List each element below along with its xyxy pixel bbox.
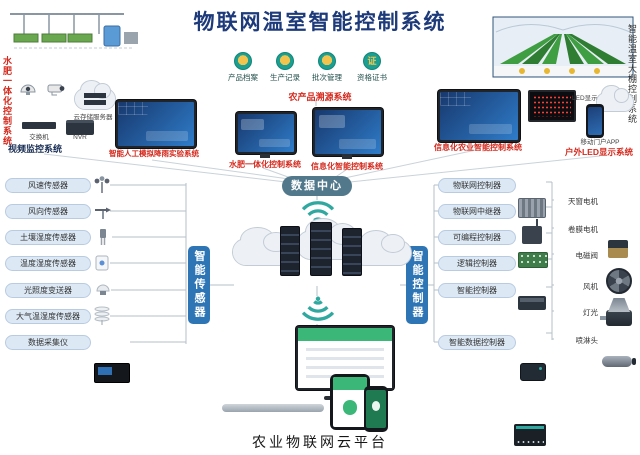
platform-label: 农业物联网云平台 bbox=[252, 434, 388, 450]
plc-icon bbox=[518, 296, 546, 310]
tablet-screen bbox=[118, 102, 194, 146]
greenhouse-illustration bbox=[492, 16, 634, 78]
controller-label-pill: 物联网中继器 bbox=[438, 204, 516, 219]
sensor-label-pill: 温度湿度传感器 bbox=[5, 256, 91, 271]
temp-humidity-sensor-icon bbox=[95, 255, 109, 271]
trace-badge-label: 资格证书 bbox=[357, 73, 387, 82]
sensor-label-pill: 风向传感器 bbox=[5, 204, 91, 219]
server-rack-icon bbox=[280, 226, 300, 276]
solenoid-valve-label: 电磁阀 bbox=[575, 251, 599, 260]
trace-badge: 批次管理 bbox=[307, 52, 347, 83]
solenoid-valve-icon bbox=[608, 240, 628, 258]
controller-label-pill: 逻辑控制器 bbox=[438, 256, 516, 271]
trace-system-label: 农产品溯源系统 bbox=[288, 92, 352, 102]
controller-label-pill: 可编程控制器 bbox=[438, 230, 516, 245]
page-title: 物联网温室智能控制系统 bbox=[193, 11, 447, 34]
data-controller-icon bbox=[514, 424, 546, 446]
medal-icon bbox=[318, 52, 336, 70]
rain-sim-tablet bbox=[116, 100, 196, 148]
skylight-motor-label: 天窗电机 bbox=[568, 197, 598, 206]
light-label: 灯光 bbox=[583, 308, 598, 317]
controller-label-pill: 智能数据控制器 bbox=[438, 335, 516, 350]
trace-badge-label: 批次管理 bbox=[312, 73, 342, 82]
monitor-stand bbox=[342, 154, 352, 159]
trace-badge: 证 资格证书 bbox=[352, 52, 392, 83]
iot-repeater-icon bbox=[518, 198, 546, 218]
sensor-label-pill: 大气温湿度传感器 bbox=[5, 309, 91, 324]
controller-group-box: 智能控制器 bbox=[406, 246, 428, 324]
medal-icon bbox=[234, 52, 252, 70]
sensor-label-pill: 土壤湿度传感器 bbox=[5, 230, 91, 245]
switch-icon bbox=[22, 122, 56, 129]
info-agri-label: 信息化农业智能控制系统 bbox=[434, 143, 522, 152]
anemometer-icon bbox=[94, 176, 110, 193]
info-agri-screen bbox=[438, 90, 520, 142]
water-fert-vertical-label: 水肥一体化控制系统 bbox=[2, 56, 12, 146]
led-panel-label: LED显示屏 bbox=[572, 95, 605, 102]
laptop-base bbox=[222, 404, 324, 412]
trace-badge: 生产记录 bbox=[265, 52, 305, 83]
cloud-icon bbox=[232, 227, 296, 266]
monitor-screen bbox=[315, 110, 381, 154]
sensor-label-pill: 风速传感器 bbox=[5, 178, 91, 193]
trace-badge-label: 产品档案 bbox=[228, 73, 258, 82]
sensor-label-pill: 数据采集仪 bbox=[5, 335, 91, 350]
skylight-motor-icon bbox=[600, 310, 632, 326]
app-cloud-icon bbox=[596, 84, 634, 112]
nvr-icon bbox=[66, 120, 94, 135]
irrigation-illustration bbox=[10, 13, 138, 49]
data-logger-icon bbox=[94, 363, 130, 383]
switch-label: 交换机 bbox=[29, 134, 49, 141]
outdoor-led-label: 户外LED显示系统 bbox=[564, 147, 633, 157]
water-fert-monitor bbox=[236, 112, 296, 154]
light-sensor-icon bbox=[96, 284, 110, 295]
iot-controller-icon bbox=[522, 219, 542, 244]
wifi-down-icon bbox=[301, 296, 335, 321]
water-fert-label: 水肥一体化控制系统 bbox=[229, 160, 301, 169]
rain-sim-label: 智能人工模拟降雨实验系统 bbox=[109, 149, 199, 158]
smartphone-device bbox=[364, 386, 388, 432]
nvr-label: NVR bbox=[73, 134, 87, 141]
led-panel bbox=[528, 90, 576, 122]
monitor-screen bbox=[440, 92, 518, 140]
greenhouse-vertical-label: 智能温室大棚控制系统 bbox=[627, 24, 637, 124]
certificate-icon: 证 bbox=[363, 52, 381, 70]
soil-sensor-icon bbox=[100, 229, 106, 245]
server-rack-icon bbox=[310, 222, 332, 276]
dome-camera-icon bbox=[20, 84, 36, 95]
sprinkler-label: 喷淋头 bbox=[575, 336, 599, 345]
light-icon bbox=[608, 298, 630, 312]
info-smart-monitor bbox=[313, 108, 383, 156]
cloud-storage-icon bbox=[74, 80, 116, 110]
info-smart-label: 信息化智能控制系统 bbox=[311, 162, 383, 171]
controller-label-pill: 物联网控制器 bbox=[438, 178, 516, 193]
logic-controller-icon bbox=[518, 252, 548, 268]
trace-badge-label: 生产记录 bbox=[270, 73, 300, 82]
phone-icon bbox=[586, 104, 604, 138]
desktop-monitor-device bbox=[296, 326, 394, 390]
app-label: 移动门户APP bbox=[580, 139, 620, 146]
monitor-screen bbox=[298, 328, 392, 388]
server-rack-icon bbox=[342, 228, 362, 276]
monitor-stand bbox=[260, 154, 270, 158]
trace-badge: 产品档案 bbox=[223, 52, 263, 83]
video-system-label: 视频监控系统 bbox=[8, 144, 63, 154]
fan-icon bbox=[606, 268, 632, 294]
roll-film-motor-icon bbox=[602, 356, 636, 367]
sensor-label-pill: 光照度变送器 bbox=[5, 283, 91, 298]
medal-icon bbox=[276, 52, 294, 70]
monitor-screen bbox=[238, 114, 294, 152]
weather-shelter-icon bbox=[94, 306, 110, 325]
data-center-badge: 数据中心 bbox=[282, 176, 352, 196]
sensor-group-box: 智能传感器 bbox=[188, 246, 210, 324]
wind-vane-icon bbox=[95, 207, 111, 219]
controller-label-pill: 智能控制器 bbox=[438, 283, 516, 298]
cloud-storage-label: 云存储服务器 bbox=[73, 114, 113, 121]
cloud-icon bbox=[352, 230, 412, 266]
tablet-device bbox=[330, 374, 370, 430]
fan-label: 风机 bbox=[583, 282, 598, 291]
roll-film-motor-label: 卷膜电机 bbox=[568, 225, 598, 234]
smart-controller-icon bbox=[520, 363, 546, 381]
bullet-camera-icon bbox=[47, 84, 65, 96]
